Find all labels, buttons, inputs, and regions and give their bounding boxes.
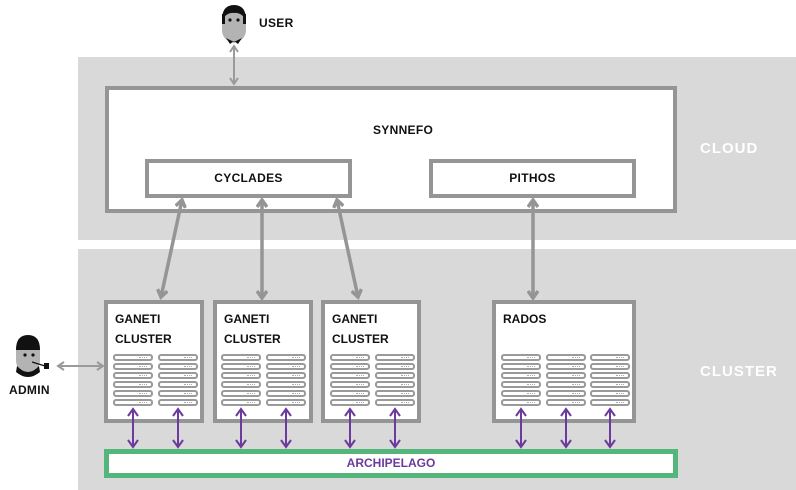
admin-icon (16, 335, 49, 377)
server-unit (375, 381, 415, 388)
server-unit (221, 399, 261, 406)
cyclades-label: CYCLADES (214, 171, 283, 185)
server-unit (590, 354, 630, 361)
server-unit (221, 354, 261, 361)
server-unit (546, 390, 586, 397)
server-unit (266, 399, 306, 406)
server-unit (221, 390, 261, 397)
cluster-layer-label: CLUSTER (700, 363, 778, 380)
server-unit (501, 363, 541, 370)
server-unit (113, 363, 153, 370)
cluster-type: CLUSTER (224, 332, 281, 346)
cluster-type: CLUSTER (332, 332, 389, 346)
server-unit (546, 381, 586, 388)
server-unit (375, 390, 415, 397)
server-unit (330, 354, 370, 361)
server-unit (501, 372, 541, 379)
server-unit (113, 354, 153, 361)
cyclades-ganeti1-arrow (161, 200, 182, 297)
server-unit (330, 390, 370, 397)
server-unit (501, 381, 541, 388)
server-unit (375, 372, 415, 379)
admin-label: ADMIN (9, 383, 50, 397)
server-unit (266, 381, 306, 388)
cluster-type: CLUSTER (115, 332, 172, 346)
pithos-box (429, 159, 636, 198)
server-unit (158, 363, 198, 370)
cluster-name: GANETI (332, 312, 378, 326)
user-label: USER (259, 16, 294, 30)
server-unit (375, 354, 415, 361)
server-unit (158, 399, 198, 406)
server-unit (590, 390, 630, 397)
server-unit (375, 399, 415, 406)
server-unit (330, 381, 370, 388)
server-unit (113, 372, 153, 379)
server-unit (266, 363, 306, 370)
server-unit (158, 381, 198, 388)
cyclades-box (145, 159, 352, 198)
server-unit (590, 381, 630, 388)
server-unit (501, 399, 541, 406)
server-unit (330, 372, 370, 379)
server-unit (546, 372, 586, 379)
server-unit (546, 399, 586, 406)
cloud-layer-label: CLOUD (700, 140, 759, 157)
server-unit (266, 390, 306, 397)
server-unit (221, 381, 261, 388)
server-unit (375, 363, 415, 370)
server-unit (113, 390, 153, 397)
server-unit (501, 390, 541, 397)
server-unit (546, 363, 586, 370)
server-unit (501, 354, 541, 361)
cluster-name: GANETI (115, 312, 161, 326)
server-unit (221, 372, 261, 379)
server-unit (590, 363, 630, 370)
server-unit (158, 390, 198, 397)
user-icon (222, 5, 246, 44)
cluster-name: RADOS (503, 312, 547, 326)
server-unit (221, 363, 261, 370)
server-unit (330, 363, 370, 370)
server-unit (158, 354, 198, 361)
server-unit (590, 399, 630, 406)
archipelago-bar: ARCHIPELAGO (104, 449, 678, 478)
server-unit (266, 354, 306, 361)
server-unit (590, 372, 630, 379)
archipelago-label: ARCHIPELAGO (346, 456, 436, 470)
server-unit (546, 354, 586, 361)
cyclades-ganeti3-arrow (337, 200, 358, 297)
server-unit (330, 399, 370, 406)
server-unit (113, 381, 153, 388)
server-unit (158, 372, 198, 379)
cluster-name: GANETI (224, 312, 270, 326)
pithos-label: PITHOS (509, 171, 556, 185)
synnefo-label: SYNNEFO (373, 123, 434, 137)
server-unit (113, 399, 153, 406)
server-unit (266, 372, 306, 379)
